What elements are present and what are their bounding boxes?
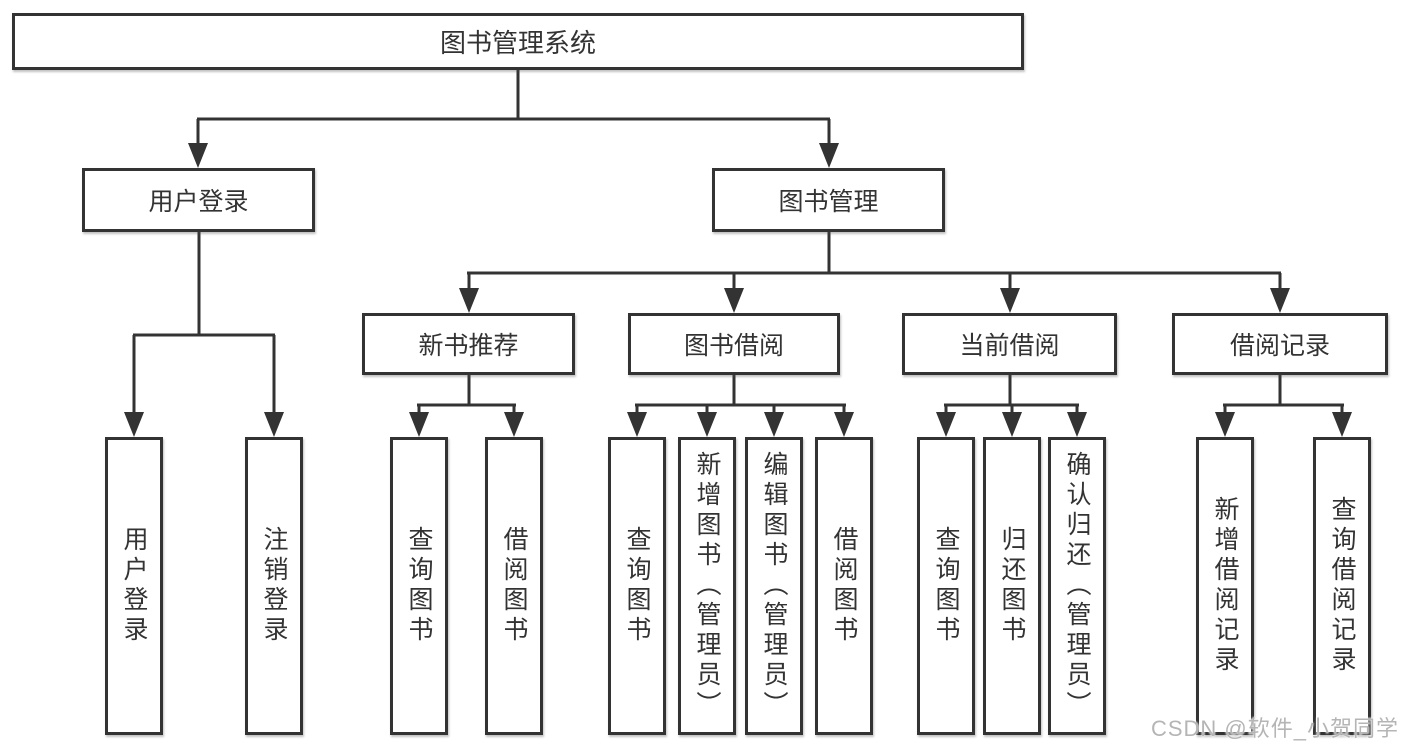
leaf-query-book-borrow: 查询图书: [608, 437, 666, 735]
leaf-add-book-admin: 新增图书（管理员）: [678, 437, 736, 735]
connector-bookborrow-group: [627, 375, 854, 437]
leaf-edit-book-admin-label: 编辑图书（管理员）: [760, 451, 788, 721]
connector-currentborrow-group: [936, 375, 1087, 437]
leaf-query-book-borrow-label: 查询图书: [623, 526, 651, 646]
leaf-query-book-current: 查询图书: [917, 437, 975, 735]
leaf-logout-label: 注销登录: [260, 526, 288, 646]
leaf-logout: 注销登录: [245, 437, 303, 735]
leaf-query-book-recommend-label: 查询图书: [405, 526, 433, 646]
node-book-borrow-label: 图书借阅: [683, 332, 784, 360]
connector-bookmgmt-to-level3: [459, 232, 1290, 313]
connector-root-to-level2: [188, 69, 839, 168]
leaf-return-book-label: 归还图书: [998, 526, 1026, 646]
leaf-user-login-label: 用户登录: [120, 526, 148, 646]
leaf-return-book: 归还图书: [983, 437, 1041, 735]
node-root-system: 图书管理系统: [12, 13, 1024, 70]
leaf-query-book-recommend: 查询图书: [390, 437, 448, 735]
node-root-system-label: 图书管理系统: [439, 28, 596, 58]
leaf-add-borrow-record: 新增借阅记录: [1196, 437, 1254, 735]
node-borrow-record-label: 借阅记录: [1229, 332, 1330, 360]
leaf-borrow-book-recommend: 借阅图书: [485, 437, 543, 735]
node-borrow-record: 借阅记录: [1172, 313, 1388, 375]
leaf-confirm-return-admin: 确认归还（管理员）: [1048, 437, 1106, 735]
node-current-borrow-label: 当前借阅: [959, 332, 1060, 360]
leaf-add-borrow-record-label: 新增借阅记录: [1211, 496, 1239, 676]
node-book-management: 图书管理: [712, 168, 945, 232]
leaf-borrow-book-recommend-label: 借阅图书: [500, 526, 528, 646]
connector-userlogin-to-leaves: [124, 232, 284, 437]
node-user-login-label: 用户登录: [148, 188, 249, 216]
leaf-add-book-admin-label: 新增图书（管理员）: [693, 451, 721, 721]
node-current-borrow: 当前借阅: [902, 313, 1117, 375]
node-new-book-recommend-label: 新书推荐: [418, 332, 519, 360]
node-book-borrow: 图书借阅: [628, 313, 840, 375]
leaf-user-login: 用户登录: [105, 437, 163, 735]
leaf-borrow-book: 借阅图书: [815, 437, 873, 735]
csdn-watermark: CSDN @软件_小贺同学: [1150, 716, 1399, 741]
leaf-query-borrow-record-label: 查询借阅记录: [1328, 496, 1356, 676]
connector-borrowrecord-group: [1215, 375, 1352, 437]
leaf-borrow-book-label: 借阅图书: [830, 526, 858, 646]
leaf-edit-book-admin: 编辑图书（管理员）: [745, 437, 803, 735]
leaf-confirm-return-admin-label: 确认归还（管理员）: [1063, 451, 1091, 721]
node-user-login: 用户登录: [82, 168, 315, 232]
node-book-management-label: 图书管理: [778, 188, 879, 216]
leaf-query-borrow-record: 查询借阅记录: [1313, 437, 1371, 735]
leaf-query-book-current-label: 查询图书: [932, 526, 960, 646]
connector-newbook-group: [409, 375, 524, 437]
node-new-book-recommend: 新书推荐: [362, 313, 575, 375]
